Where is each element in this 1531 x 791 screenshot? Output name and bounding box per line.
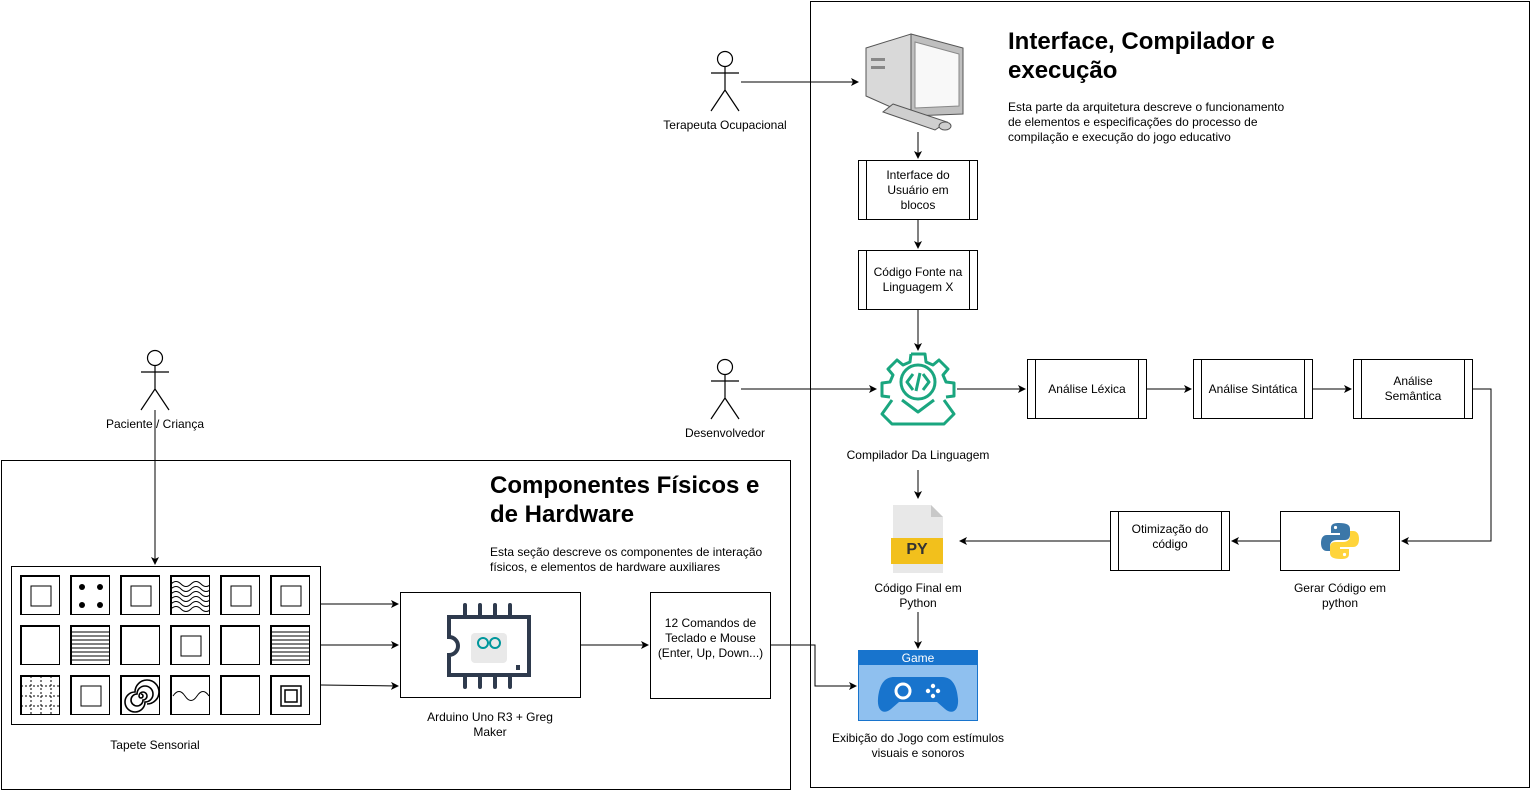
actor-paciente-icon [140, 349, 170, 411]
node-tapete-label: Tapete Sensorial [110, 738, 200, 752]
node-codigo-final-label: Código Final em Python [874, 581, 962, 610]
tapete-tile-blank [20, 625, 60, 665]
arduino-chip-icon [447, 603, 531, 689]
node-analise-semantica: Análise Semântica [1353, 359, 1473, 419]
node-sintatica-label: Análise Sintática [1208, 381, 1298, 396]
tapete-tile-wave [170, 675, 210, 715]
actor-terapeuta-icon [710, 50, 740, 112]
tapete-tile-square [270, 575, 310, 615]
node-otimizacao-label: Otimização do código [1131, 522, 1209, 551]
actor-terapeuta-label: Terapeuta Ocupacional [663, 118, 787, 132]
tapete-tile-spiral [120, 675, 160, 715]
python-logo-icon [1321, 523, 1359, 559]
gamepad-icon [877, 677, 959, 712]
section-title-interface: Interface, Compilador e execução [1008, 28, 1275, 84]
node-lexica-label: Análise Léxica [1048, 381, 1126, 396]
node-interface-usuario-blocos: Interface do Usuário em blocos [858, 160, 978, 220]
node-game-window: Game [858, 650, 978, 721]
actor-desenvolvedor-icon [710, 358, 740, 420]
tapete-tile-dots [70, 575, 110, 615]
node-gerar-codigo-label: Gerar Código em python [1293, 581, 1387, 610]
actor-desenvolvedor-label: Desenvolvedor [684, 426, 766, 440]
node-gerar-codigo [1280, 511, 1400, 571]
node-codigo-fonte: Código Fonte na Linguagem X [858, 250, 978, 310]
actor-paciente-label: Paciente / Criança [105, 417, 205, 431]
node-exibicao-label: Exibição do Jogo com estímulos visuais e… [831, 731, 1005, 760]
tapete-tile-square [70, 675, 110, 715]
game-window-header: Game [859, 651, 977, 665]
edge-tapete-arduino-3 [320, 681, 399, 690]
desktop-computer-icon [865, 33, 964, 131]
node-analise-lexica: Análise Léxica [1027, 359, 1147, 419]
tapete-tile-square [170, 625, 210, 665]
tapete-tile-square [20, 575, 60, 615]
node-interface-label: Interface do Usuário em blocos [886, 167, 950, 212]
tapete-tile-square [220, 575, 260, 615]
node-codigo-fonte-label: Código Fonte na Linguagem X [873, 265, 963, 294]
tapete-tile-lines [270, 625, 310, 665]
python-file-icon [891, 505, 943, 573]
node-otimizacao: Otimização do código [1110, 511, 1230, 571]
node-semantica-label: Análise Semântica [1384, 374, 1442, 403]
node-comandos: 12 Comandos de Teclado e Mouse (Enter, U… [650, 592, 771, 699]
node-analise-sintatica: Análise Sintática [1193, 359, 1313, 419]
tapete-tile-lines [70, 625, 110, 665]
node-comandos-label: 12 Comandos de Teclado e Mouse (Enter, U… [657, 616, 764, 660]
node-tapete-sensorial [11, 566, 321, 725]
node-arduino-label: Arduino Uno R3 + Greg Maker [427, 710, 553, 739]
gear-code-icon [880, 352, 956, 426]
section-title-componentes: Componentes Físicos e de Hardware [490, 472, 760, 528]
py-badge-text: PY [906, 541, 928, 558]
tapete-tile-waves [170, 575, 210, 615]
tapete-tile-square [120, 575, 160, 615]
tapete-tile-blank [220, 675, 260, 715]
tapete-tile-blank [120, 625, 160, 665]
tapete-tile-double-square [270, 675, 310, 715]
section-componentes-fisicos [1, 460, 791, 790]
tapete-tile-blank [220, 625, 260, 665]
section-description-componentes: Esta seção descreve os componentes de in… [490, 545, 763, 574]
tapete-tile-grid [20, 675, 60, 715]
edge-semantica-gerar [1401, 388, 1492, 545]
section-interface-compilador [810, 1, 1530, 788]
edge-comandos-game [771, 644, 857, 690]
section-description-interface: Esta parte da arquitetura descreve o fun… [1008, 100, 1285, 144]
node-compilador-label: Compilador Da Linguagem [846, 448, 990, 462]
